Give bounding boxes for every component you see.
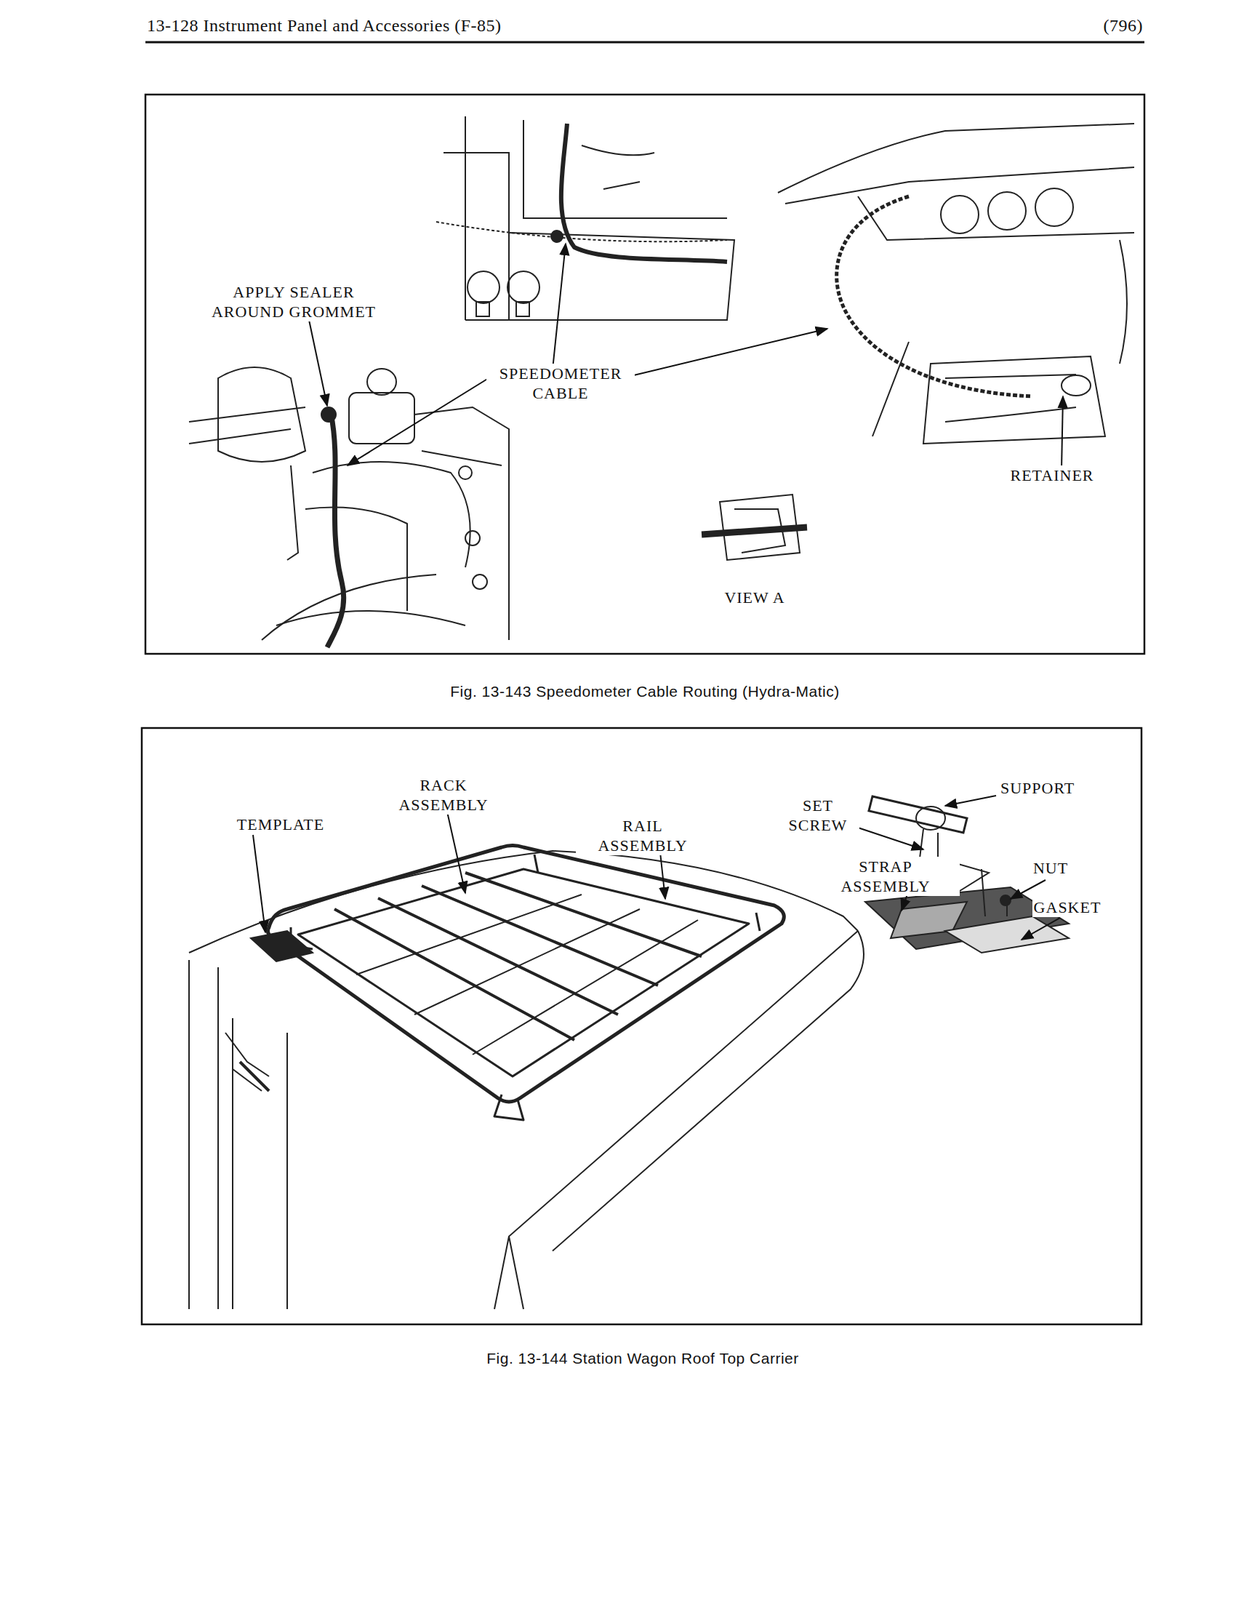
support-detail [1000, 895, 1011, 906]
callout-label: SPEEDOMETER CABLE [486, 363, 635, 403]
figure-frame [141, 727, 1142, 1324]
instrument-panel [836, 196, 1033, 397]
firewall-inset [465, 232, 735, 320]
engine-compartment [458, 466, 472, 480]
leader-line [552, 243, 566, 370]
instrument-panel [988, 191, 1026, 230]
firewall-inset [436, 116, 735, 320]
callout-label: RAIL ASSEMBLY [575, 815, 710, 856]
callout-label: APPLY SEALER AROUND GROMMET [197, 282, 391, 322]
instrument-panel [1035, 188, 1074, 227]
callout-label: TEMPLATE [235, 814, 326, 834]
firewall-inset [561, 123, 728, 262]
instrument-panel [940, 195, 979, 234]
leader-line [945, 795, 997, 806]
station-wagon-roof [189, 959, 219, 1309]
page-header: 13-128 Instrument Panel and Accessories … [145, 15, 504, 36]
rack-assembly [356, 894, 698, 1055]
template [250, 930, 313, 962]
rack-assembly [267, 845, 784, 1103]
support-detail [945, 916, 1069, 953]
instrument-panel [857, 196, 1135, 240]
instrument-panel [777, 123, 1135, 193]
firewall-inset [507, 271, 540, 304]
view-a-bracket [701, 527, 808, 535]
leader-line [849, 824, 924, 850]
rack-assembly [298, 868, 749, 1077]
engine-compartment [189, 367, 509, 648]
instrument-panel [777, 123, 1135, 444]
firewall-inset [581, 145, 655, 190]
firewall-inset [476, 301, 490, 317]
rack-assembly [290, 854, 760, 1120]
engine-compartment [305, 461, 471, 611]
callout-label: RACK ASSEMBLY [376, 775, 511, 815]
support-detail [916, 806, 946, 830]
instrument-panel [1061, 375, 1091, 396]
figure-caption: Fig. 13-144 Station Wagon Roof Top Carri… [484, 1347, 801, 1368]
callout-label: RETAINER [1008, 465, 1095, 485]
leader-line [621, 328, 828, 379]
header-rule [145, 42, 1145, 43]
header-rule [145, 41, 1145, 44]
firewall-inset [516, 301, 530, 317]
callout-label: GASKET [1032, 897, 1103, 917]
station-wagon-roof [232, 1017, 288, 1309]
figure-frame [145, 94, 1145, 654]
instrument-panel [945, 374, 1077, 422]
engine-compartment [321, 407, 336, 422]
leader-line [1061, 396, 1063, 470]
engine-compartment [367, 368, 397, 395]
rack-assembly [334, 872, 702, 1040]
instrument-panel [872, 239, 1127, 437]
engine-compartment [218, 367, 306, 462]
leader-line [309, 243, 1063, 470]
engine-compartment [414, 407, 509, 640]
leader-line [309, 319, 328, 406]
engine-compartment [276, 465, 466, 626]
engine-compartment [348, 392, 415, 444]
figure-caption: Fig. 13-143 Speedometer Cable Routing (H… [448, 681, 842, 701]
callout-label: STRAP ASSEMBLY [811, 856, 960, 896]
page-number: (796) [1102, 15, 1145, 36]
instrument-panel [785, 167, 1135, 204]
leader-line [1010, 879, 1046, 899]
rack-assembly [267, 845, 784, 1121]
leader-line [660, 852, 666, 899]
firewall-inset [551, 230, 563, 243]
firewall-inset [436, 221, 728, 242]
view-label: VIEW A [722, 587, 786, 608]
engine-compartment [189, 407, 306, 444]
figure-frame [141, 94, 1145, 1324]
callout-label: SUPPORT [998, 777, 1077, 798]
engine-compartment [465, 530, 480, 546]
station-wagon-roof [239, 1061, 270, 1091]
leader-line [253, 795, 1061, 940]
callout-label: SET SCREW [776, 795, 860, 835]
station-wagon-roof [494, 930, 858, 1309]
callout-label: NUT [1031, 857, 1070, 878]
engine-compartment [261, 574, 437, 640]
station-wagon-roof [189, 850, 864, 1309]
firewall-inset [467, 271, 500, 304]
leader-line [447, 811, 466, 893]
template [250, 930, 313, 962]
firewall-inset [443, 116, 728, 320]
support-detail [868, 796, 967, 833]
leader-line [253, 834, 266, 933]
leader-line [347, 378, 489, 466]
engine-compartment [472, 574, 488, 589]
view-a-bracket [701, 494, 808, 560]
instrument-panel [923, 356, 1106, 444]
leader-line [1021, 917, 1061, 940]
